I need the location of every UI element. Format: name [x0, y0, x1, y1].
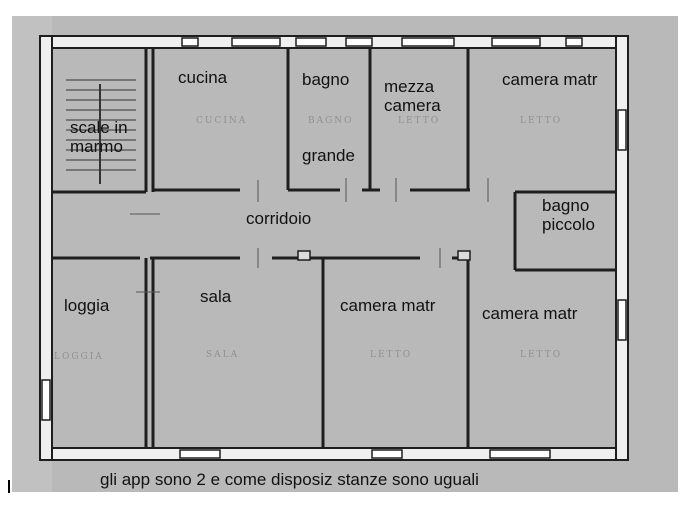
- room-label-camera-matr-2: camera matr: [340, 296, 436, 315]
- ghost-label-letto-3: LETTO: [370, 350, 413, 360]
- room-label-mezza-camera: mezza camera: [384, 77, 441, 115]
- text-cursor: [8, 480, 10, 493]
- ghost-label-cucina: CUCINA: [196, 116, 248, 126]
- room-label-corridoio: corridoio: [246, 209, 312, 228]
- ghost-label-letto-1: LETTO: [398, 116, 441, 126]
- column-mark-2: [457, 250, 471, 261]
- door-marks: [130, 178, 489, 293]
- windows: [41, 37, 627, 459]
- room-label-camera-matr-1: camera matr: [502, 70, 598, 89]
- room-label-camera-matr-3: camera matr: [482, 304, 578, 323]
- ghost-label-letto-4: LETTO: [520, 350, 563, 360]
- room-label-cucina: cucina: [178, 68, 228, 87]
- room-label-sala: sala: [200, 287, 232, 306]
- caption: gli app sono 2 e come disposiz stanze so…: [100, 470, 479, 489]
- room-label-bagno-grande: bagno grande: [302, 70, 355, 165]
- stair-treads: [66, 79, 136, 184]
- ghost-label-letto-2: LETTO: [520, 116, 563, 126]
- ghost-label-sala: SALA: [206, 350, 240, 360]
- column-mark: [297, 250, 311, 261]
- paper: [12, 16, 678, 492]
- room-label-scale: scale in marmo: [70, 118, 128, 156]
- room-label-loggia: loggia: [64, 296, 110, 315]
- ghost-label-loggia: LOGGIA: [54, 352, 104, 362]
- room-label-bagno-piccolo: bagno piccolo: [542, 196, 595, 234]
- interior-walls: [52, 48, 616, 448]
- ghost-label-bagno: BAGNO: [308, 116, 354, 126]
